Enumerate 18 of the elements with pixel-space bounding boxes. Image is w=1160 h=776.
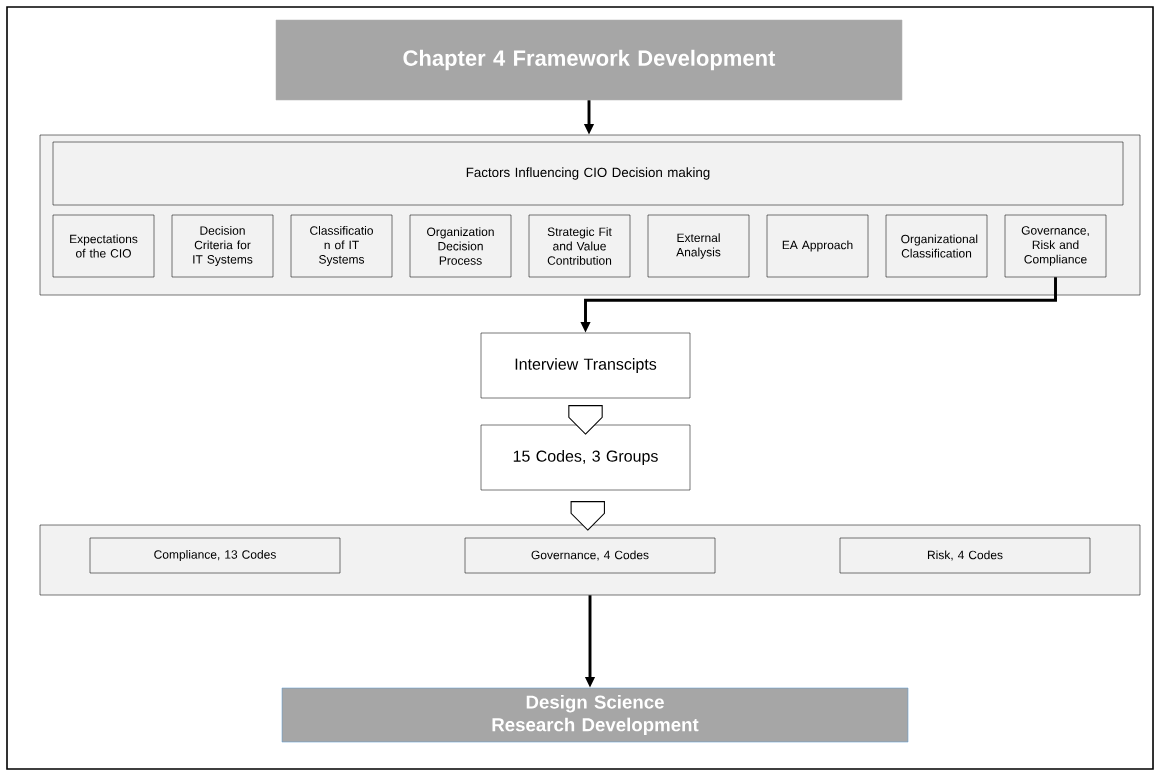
block-arrow bbox=[570, 501, 605, 531]
factor-box: External Analysis bbox=[647, 214, 750, 278]
process-box: Interview Transcipts bbox=[480, 332, 691, 399]
factor-box: Governance, Risk and Compliance bbox=[1004, 214, 1107, 278]
factor-box: Organizational Classification bbox=[885, 214, 988, 278]
factor-box: EA Approach bbox=[766, 214, 869, 278]
factor-box: Strategic Fit and Value Contribution bbox=[528, 214, 631, 278]
factor-box: Organization Decision Process bbox=[409, 214, 512, 278]
title-box: Chapter 4 Framework Development bbox=[275, 19, 903, 101]
header-box: Factors Influencing CIO Decision making bbox=[52, 141, 1124, 206]
code-box: Governance, 4 Codes bbox=[464, 537, 716, 574]
code-box: Risk, 4 Codes bbox=[839, 537, 1091, 574]
factor-box: Classificatio n of IT Systems bbox=[290, 214, 393, 278]
title-box: Design Science Research Development bbox=[281, 687, 909, 743]
code-box: Compliance, 13 Codes bbox=[89, 537, 341, 574]
block-arrow bbox=[568, 405, 603, 435]
factor-box: Expectations of the CIO bbox=[52, 214, 155, 278]
factor-box: Decision Criteria for IT Systems bbox=[171, 214, 274, 278]
